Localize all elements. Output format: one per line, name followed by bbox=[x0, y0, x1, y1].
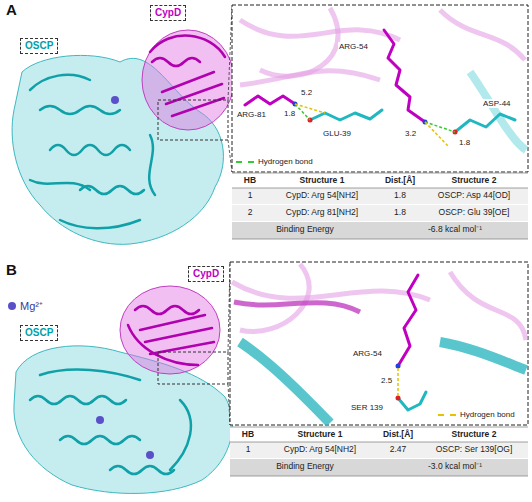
table-header: Structure 1 bbox=[267, 176, 377, 186]
distance-label: 3.2 bbox=[404, 129, 417, 138]
distance-label: 1.8 bbox=[458, 138, 471, 147]
table-cell: 1.8 bbox=[377, 191, 423, 201]
region-label: CypD bbox=[155, 7, 181, 19]
energy-label: Binding Energy bbox=[235, 462, 375, 472]
table-cell: 2.47 bbox=[375, 445, 421, 455]
region-label: CypD bbox=[193, 268, 219, 280]
table-header: HB bbox=[235, 176, 265, 186]
energy-value: -3.0 kcal mol⁻¹ bbox=[385, 462, 525, 472]
legend-item: Mg²⁺ bbox=[8, 298, 43, 313]
table-cell: CypD: Arg 54[NH2] bbox=[265, 445, 375, 455]
table-cell: 1 bbox=[235, 191, 265, 201]
residue-label: ARG-81 bbox=[236, 110, 267, 119]
table-cell: OSCP: Asp 44[OD] bbox=[422, 191, 526, 201]
table-cell: OSCP: Glu 39[OE] bbox=[422, 208, 526, 218]
legend-text: Mg²⁺ bbox=[20, 298, 43, 313]
table-cell: OSCP: Ser 139[OG] bbox=[422, 445, 526, 455]
panel-letter: A bbox=[6, 1, 17, 18]
residue-label: ARG-54 bbox=[338, 42, 369, 51]
residue-label: GLU-39 bbox=[322, 129, 352, 138]
table-cell: CypD: Arg 54[NH2] bbox=[267, 191, 377, 201]
distance-label: 5.2 bbox=[300, 88, 313, 97]
panel-letter: B bbox=[6, 261, 17, 278]
residue-label: SER 139 bbox=[350, 403, 384, 412]
table-header: Structure 2 bbox=[422, 430, 526, 440]
region-label: OSCP bbox=[25, 40, 53, 52]
legend-item: Hydrogen bond bbox=[438, 410, 515, 419]
energy-value: -6.8 kcal mol⁻¹ bbox=[385, 225, 525, 235]
distance-label: 2.5 bbox=[380, 376, 393, 385]
table-cell: 1 bbox=[233, 445, 263, 455]
region-label: OSCP bbox=[25, 327, 53, 339]
table-cell: CypD: Arg 81[NH2] bbox=[267, 208, 377, 218]
energy-label: Binding Energy bbox=[235, 225, 375, 235]
legend-swatch bbox=[8, 302, 16, 310]
table-header: Structure 1 bbox=[265, 430, 375, 440]
distance-label: 1.8 bbox=[283, 109, 296, 118]
residue-label: ARG-54 bbox=[352, 349, 383, 358]
legend-text: Hydrogen bond bbox=[460, 410, 515, 419]
legend-item: Hydrogen bond bbox=[236, 157, 313, 166]
table-header: HB bbox=[233, 430, 263, 440]
region-label-box: CypD bbox=[150, 5, 186, 21]
region-label-box: OSCP bbox=[20, 325, 58, 341]
table-header: Dist.[Å] bbox=[375, 430, 421, 440]
region-label-box: OSCP bbox=[20, 38, 58, 54]
legend-line-sample bbox=[236, 161, 254, 163]
table-header: Structure 2 bbox=[422, 176, 526, 186]
table-cell: 1.8 bbox=[377, 208, 423, 218]
legend-text: Hydrogen bond bbox=[258, 157, 313, 166]
legend-line-sample bbox=[438, 414, 456, 416]
region-label-box: CypD bbox=[188, 266, 224, 282]
table-cell: 2 bbox=[235, 208, 265, 218]
residue-label: ASP-44 bbox=[482, 99, 512, 108]
table-header: Dist.[Å] bbox=[377, 176, 423, 186]
